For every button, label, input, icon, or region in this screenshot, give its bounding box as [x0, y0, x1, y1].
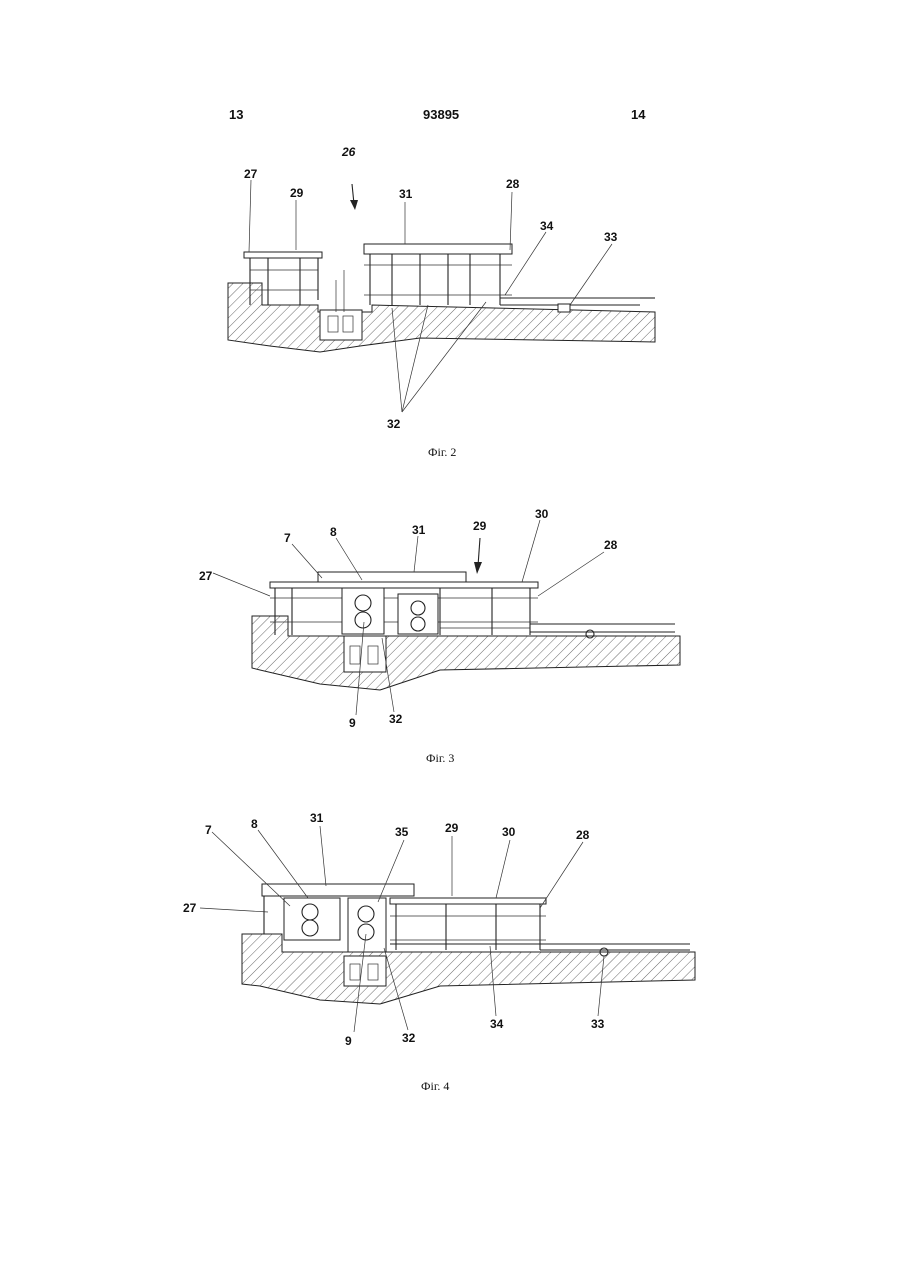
label-33: 33	[591, 1017, 605, 1031]
figure-2: 26 27 29 31 28 34 33 32 Фіг. 2	[0, 140, 901, 470]
figure-4-drawing: 7 8 31 35 29 30 28 27 9 32 34 33 Фіг. 4	[0, 800, 901, 1100]
label-29: 29	[290, 186, 304, 200]
page-number-right: 14	[631, 107, 645, 122]
label-35: 35	[395, 825, 409, 839]
label-32: 32	[402, 1031, 416, 1045]
figure-3-caption: Фіг. 3	[426, 751, 454, 765]
figure-4: 7 8 31 35 29 30 28 27 9 32 34 33 Фіг. 4	[0, 800, 901, 1100]
label-9: 9	[345, 1034, 352, 1048]
ground-hatching	[228, 283, 655, 352]
figure-2-caption: Фіг. 2	[428, 445, 456, 459]
label-7: 7	[284, 531, 291, 545]
label-8: 8	[330, 525, 337, 539]
label-27: 27	[244, 167, 258, 181]
figure-4-caption: Фіг. 4	[421, 1079, 449, 1093]
label-29: 29	[445, 821, 459, 835]
table-30	[270, 582, 538, 588]
label-28: 28	[506, 177, 520, 191]
table-30	[390, 898, 546, 904]
label-27: 27	[183, 901, 197, 915]
label-32: 32	[387, 417, 401, 431]
label-34: 34	[490, 1017, 504, 1031]
ground-hatching	[252, 616, 680, 690]
label-27: 27	[199, 569, 213, 583]
table-29	[244, 252, 322, 258]
pit-unit	[320, 310, 362, 340]
figure-3: 27 7 8 31 29 30 28 9 32 Фіг. 3	[0, 500, 901, 770]
figure-3-drawing: 27 7 8 31 29 30 28 9 32 Фіг. 3	[0, 500, 901, 770]
label-9: 9	[349, 716, 356, 730]
label-34: 34	[540, 219, 554, 233]
label-33: 33	[604, 230, 618, 244]
label-28: 28	[604, 538, 618, 552]
label-32: 32	[389, 712, 403, 726]
label-26: 26	[341, 145, 356, 159]
label-30: 30	[535, 507, 549, 521]
patent-number: 93895	[423, 107, 459, 122]
label-31: 31	[399, 187, 413, 201]
carriage-31	[318, 572, 466, 582]
label-31: 31	[310, 811, 324, 825]
carriage-31	[364, 244, 512, 254]
label-28: 28	[576, 828, 590, 842]
label-29: 29	[473, 519, 487, 533]
label-31: 31	[412, 523, 426, 537]
carriage-31	[262, 884, 414, 896]
label-8: 8	[251, 817, 258, 831]
page-number-left: 13	[229, 107, 243, 122]
figure-2-drawing: 26 27 29 31 28 34 33 32 Фіг. 2	[0, 140, 901, 470]
label-30: 30	[502, 825, 516, 839]
label-7: 7	[205, 823, 212, 837]
